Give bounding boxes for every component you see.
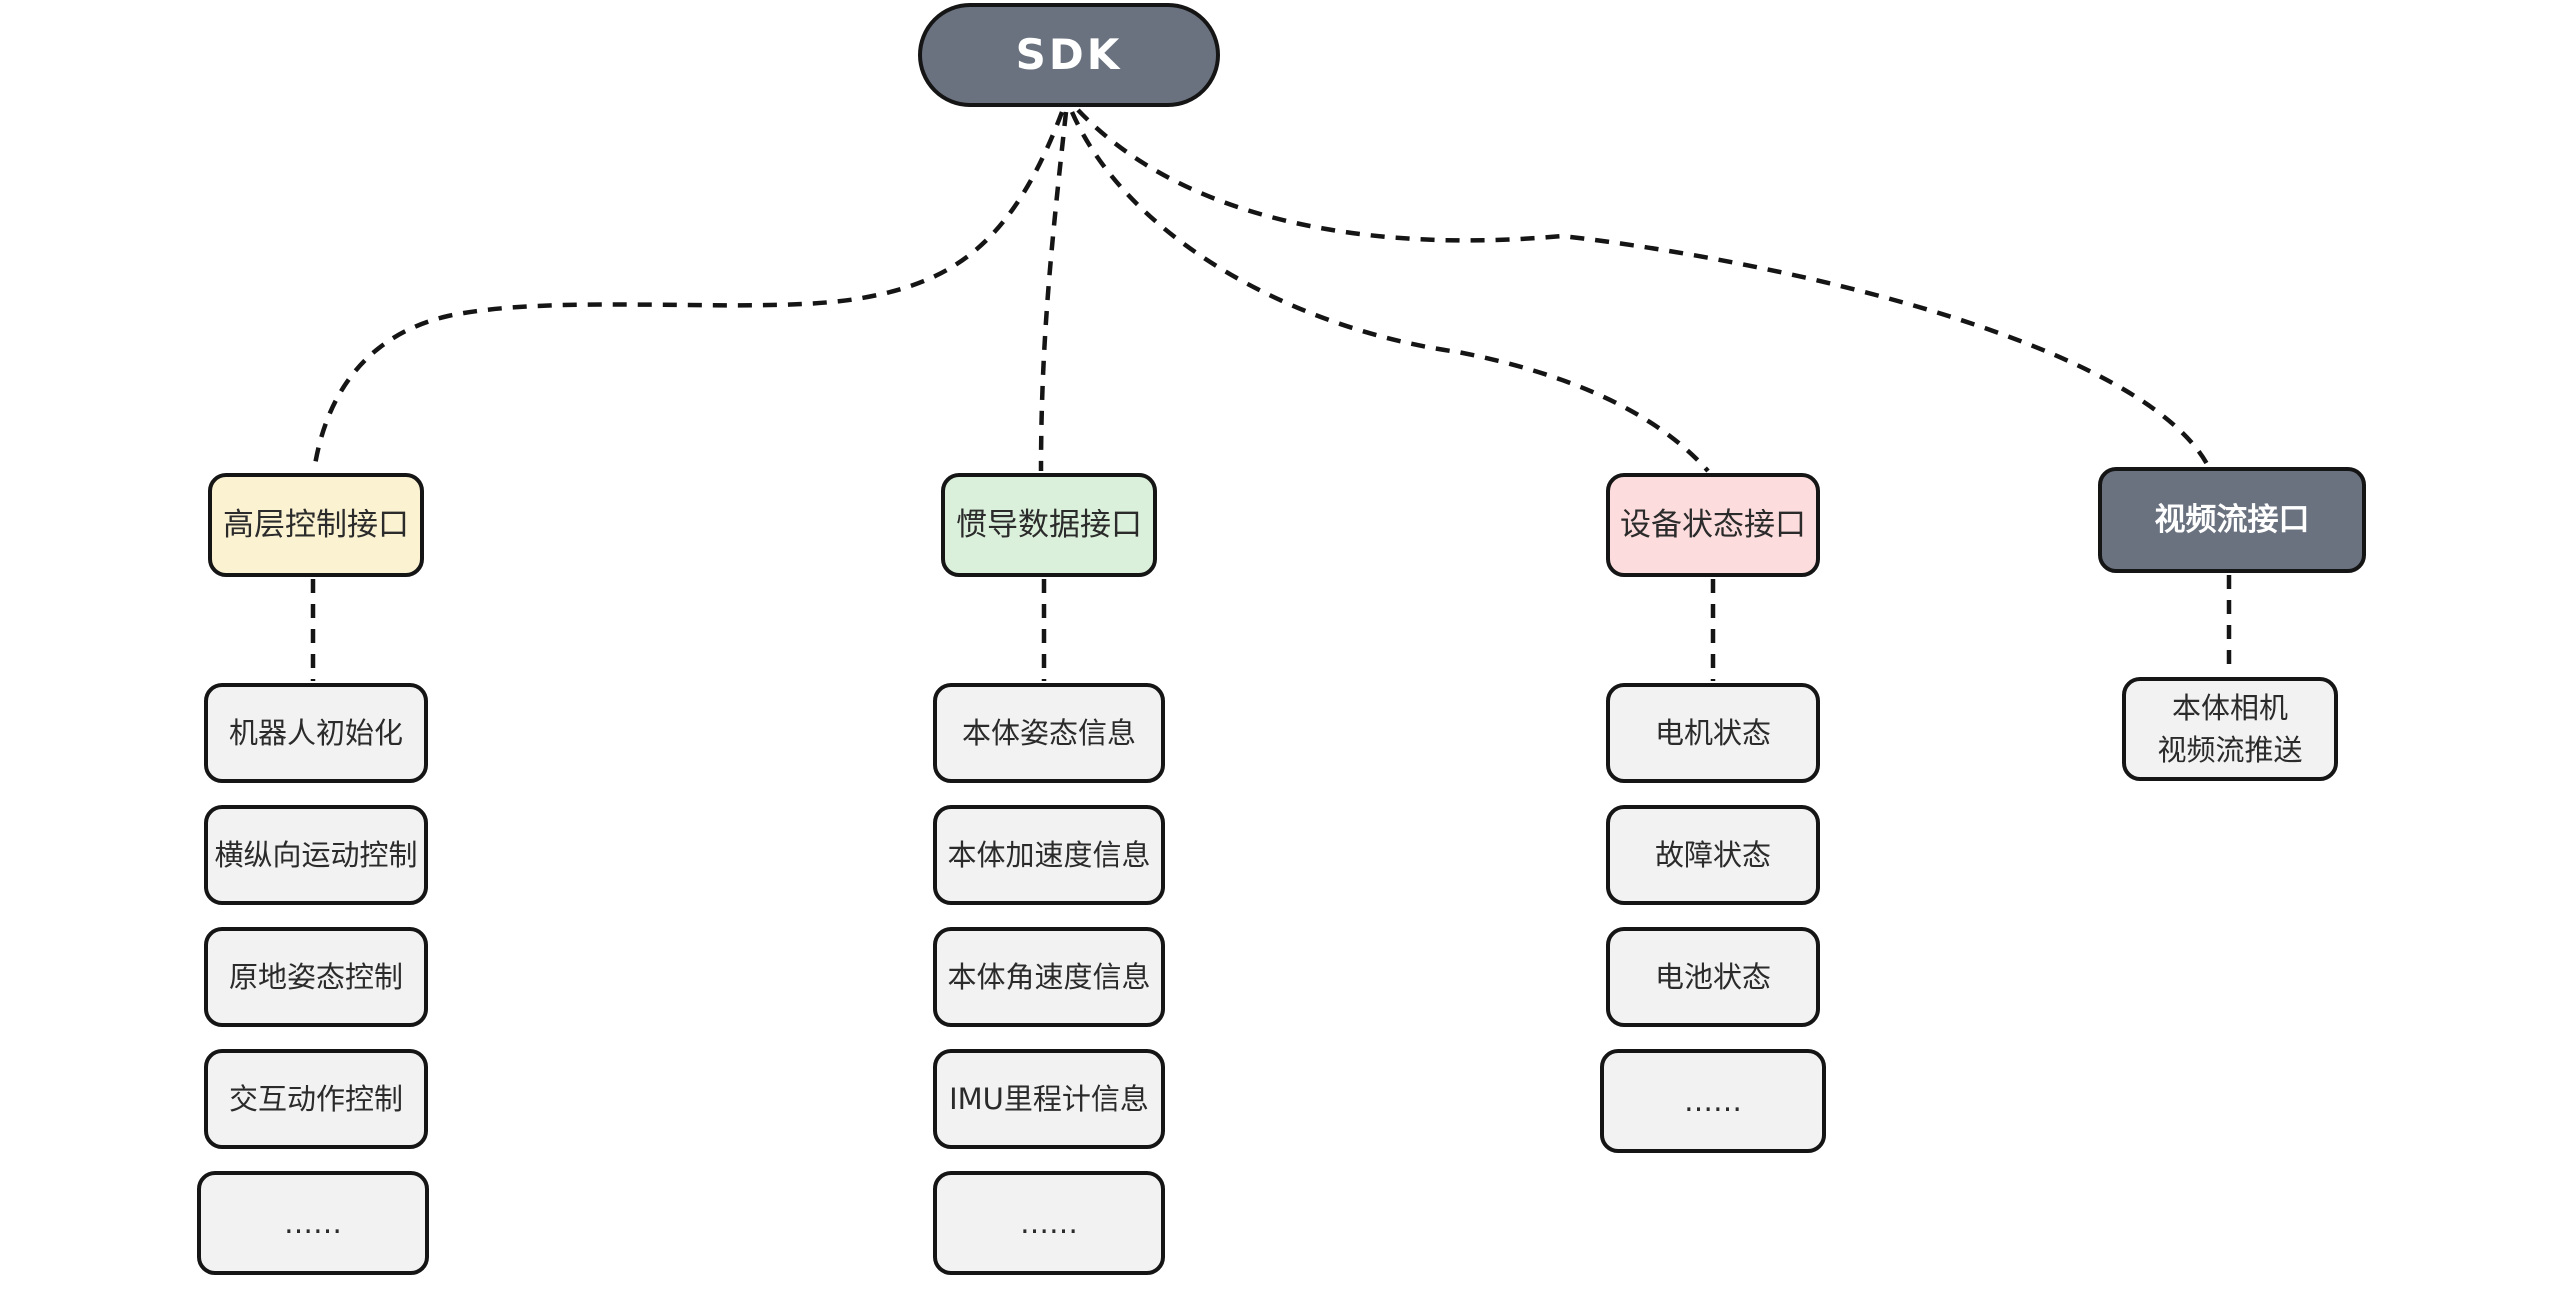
edge-sdk-to-device-status: [1069, 111, 1710, 473]
leaf-body-acceleration-info: 本体加速度信息: [933, 805, 1165, 905]
leaf-motor-status: 电机状态: [1606, 683, 1820, 783]
leaf-imu-odometry-info: IMU里程计信息: [933, 1049, 1165, 1149]
leaf-high-level-control-more: ……: [197, 1171, 429, 1275]
leaf-fault-status: 故障状态: [1606, 805, 1820, 905]
leaf-imu-data-more: ……: [933, 1171, 1165, 1275]
leaf-interactive-action-control: 交互动作控制: [204, 1049, 428, 1149]
leaf-battery-status: 电池状态: [1606, 927, 1820, 1027]
branch-video-stream-api: 视频流接口: [2098, 467, 2366, 573]
leaf-in-place-posture-control: 原地姿态控制: [204, 927, 428, 1027]
node-sdk: SDK: [918, 3, 1220, 107]
leaf-body-camera-video-stream-push: 本体相机 视频流推送: [2122, 677, 2338, 781]
branch-imu-data-api: 惯导数据接口: [941, 473, 1157, 577]
leaf-body-posture-info: 本体姿态信息: [933, 683, 1165, 783]
branch-high-level-control-api: 高层控制接口: [208, 473, 424, 577]
leaf-lateral-longitudinal-motion-control: 横纵向运动控制: [204, 805, 428, 905]
branch-device-status-api: 设备状态接口: [1606, 473, 1820, 577]
edge-sdk-to-imu-data: [1038, 111, 1069, 472]
leaf-device-status-more: ……: [1600, 1049, 1826, 1153]
leaf-body-angular-velocity-info: 本体角速度信息: [933, 927, 1165, 1027]
edge-sdk-to-video-stream: [1076, 108, 2209, 466]
leaf-robot-init: 机器人初始化: [204, 683, 428, 783]
edge-sdk-to-high-level-control: [311, 111, 1065, 472]
